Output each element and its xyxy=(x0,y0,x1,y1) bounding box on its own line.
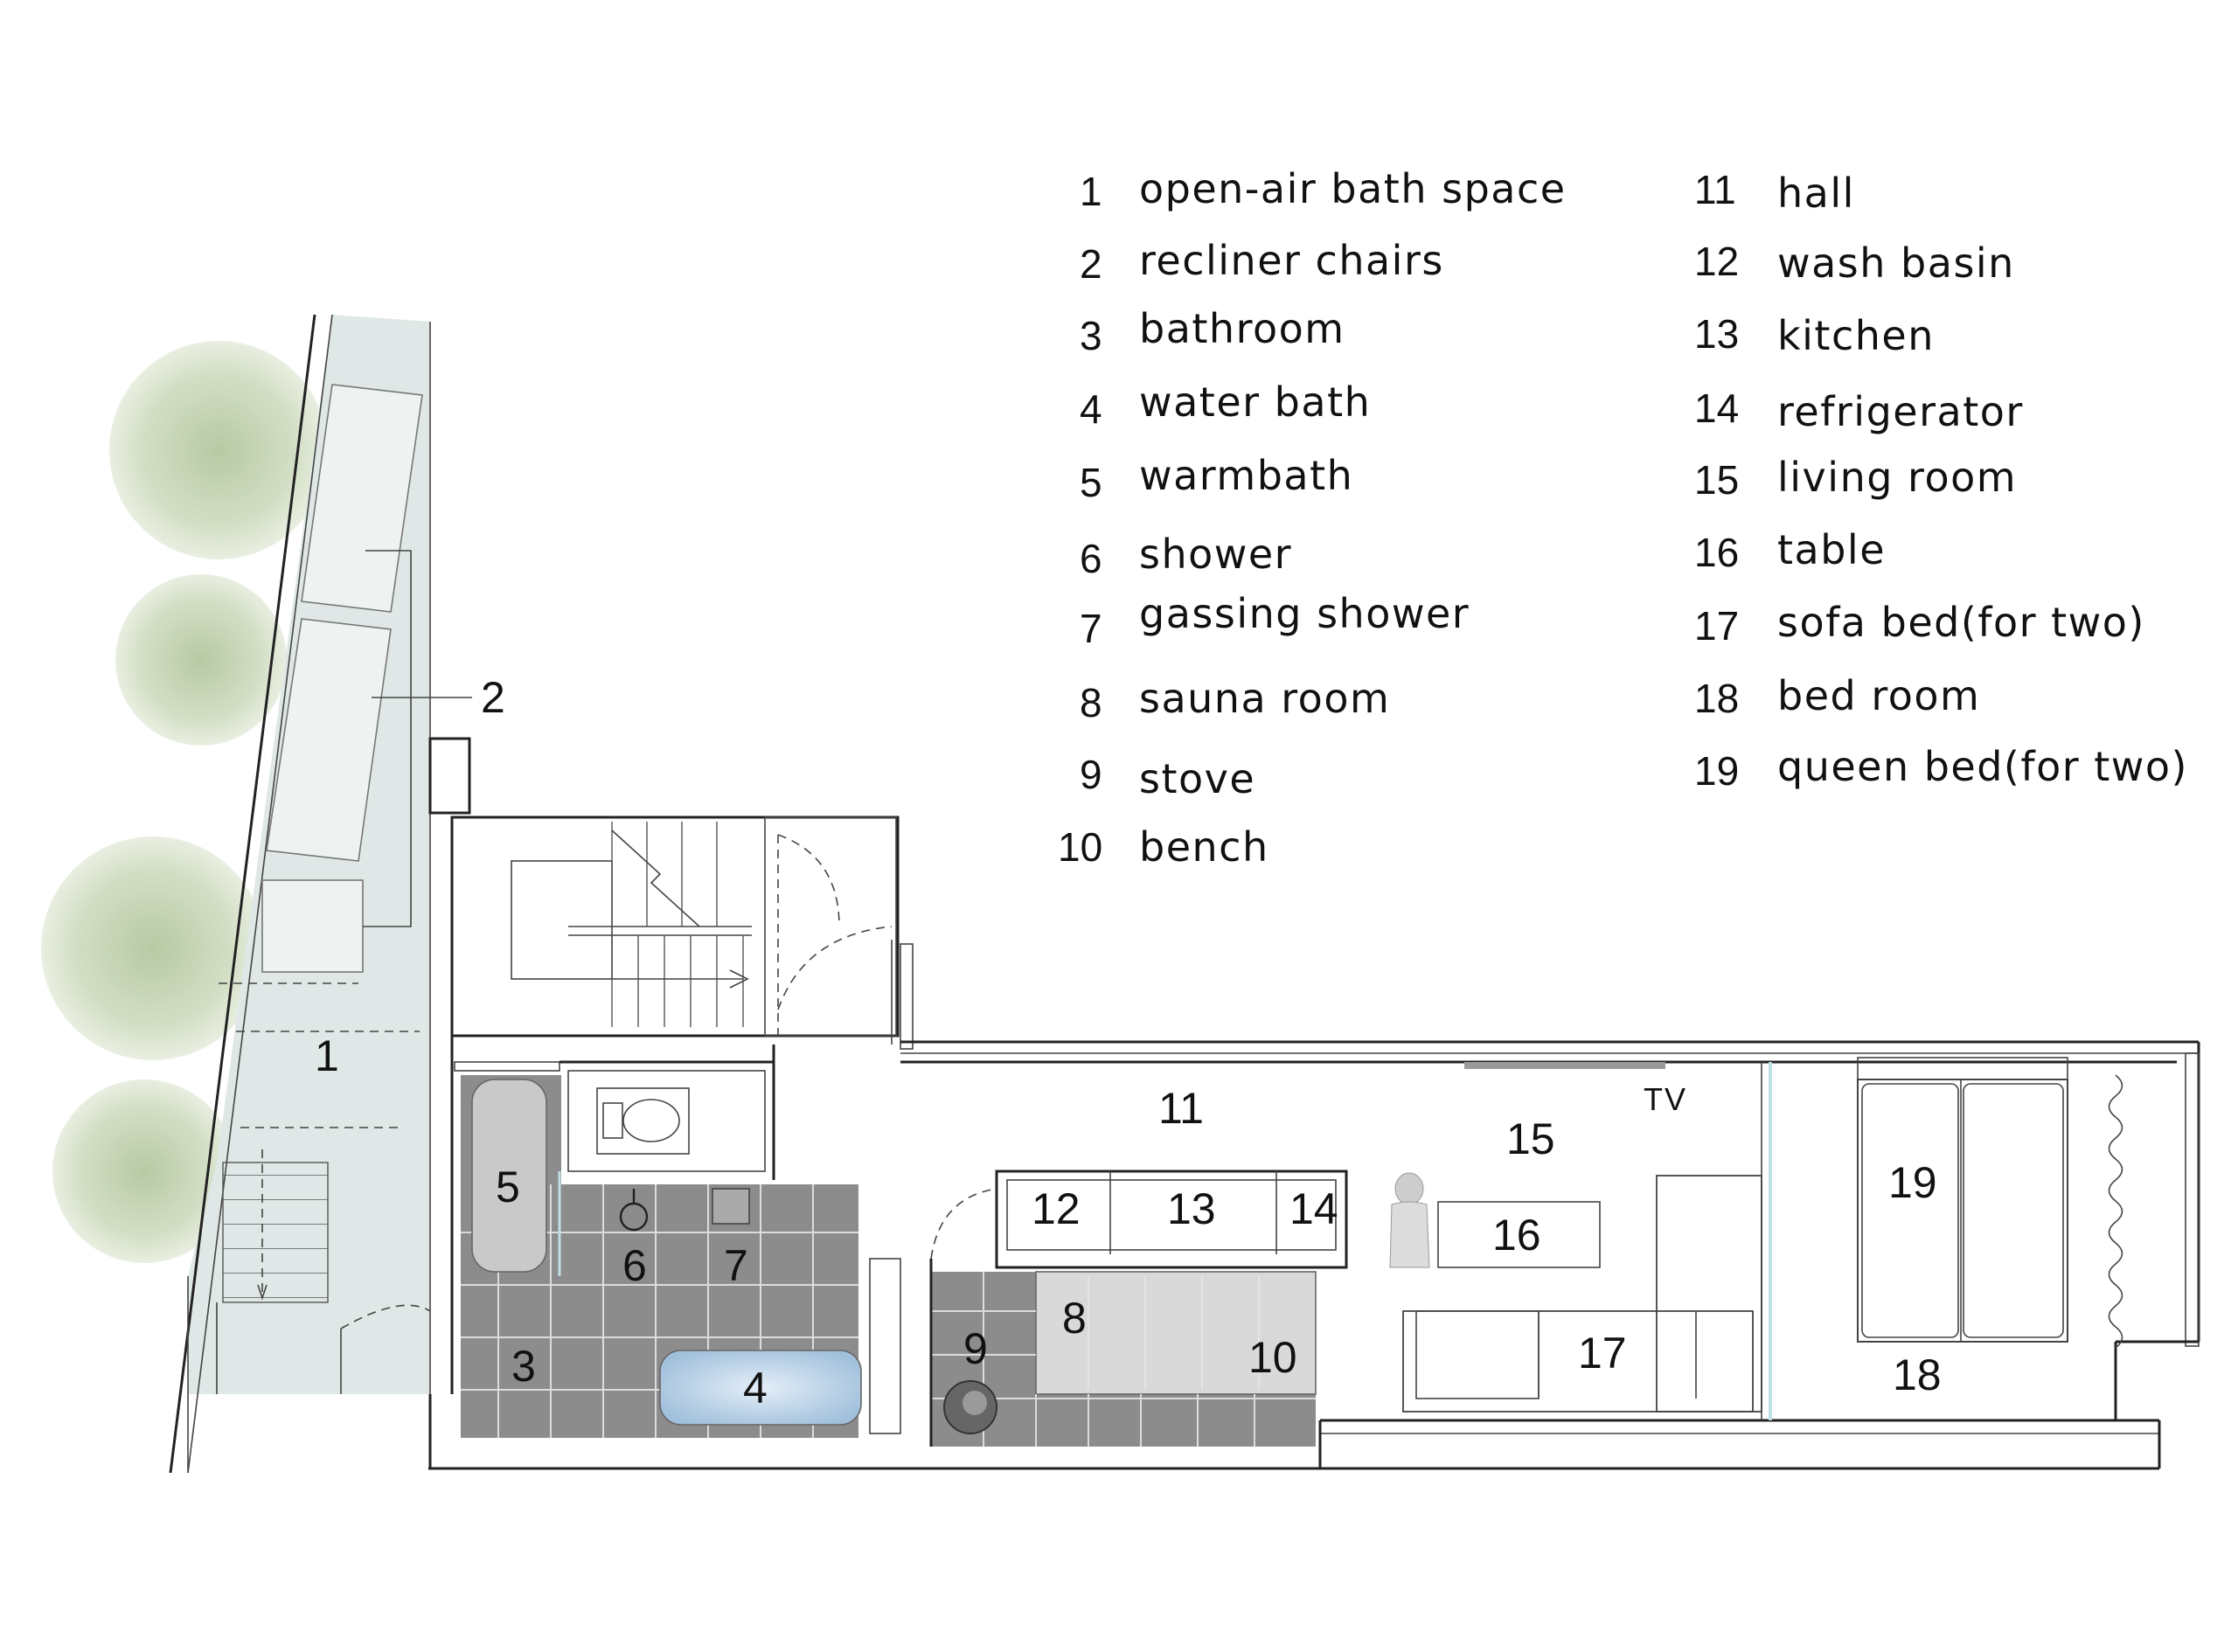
legend-number: 12 xyxy=(1694,239,1739,284)
legend-label: refrigerator xyxy=(1777,388,2024,435)
room-number: 5 xyxy=(496,1163,520,1211)
room-number: 3 xyxy=(511,1342,536,1391)
legend-number: 18 xyxy=(1694,676,1739,721)
legend-label: queen bed(for two) xyxy=(1777,743,2188,790)
legend: 1 open-air bath space 2 recliner chairs … xyxy=(1058,165,2188,871)
legend-label: hall xyxy=(1777,170,1855,217)
legend-number: 8 xyxy=(1080,680,1102,725)
legend-number: 3 xyxy=(1080,313,1102,358)
legend-label: stove xyxy=(1139,755,1255,802)
room-number: 18 xyxy=(1893,1350,1942,1399)
bathroom-floor xyxy=(461,1075,862,1438)
legend-number: 14 xyxy=(1694,385,1739,431)
room-number: 13 xyxy=(1167,1184,1216,1233)
legend-label: living room xyxy=(1777,454,2017,501)
legend-number: 19 xyxy=(1694,748,1739,794)
legend-number: 16 xyxy=(1694,530,1739,575)
legend-label: warmbath xyxy=(1139,452,1353,499)
legend-number: 9 xyxy=(1080,752,1102,797)
legend-number: 7 xyxy=(1080,606,1102,651)
tv-label: TV xyxy=(1644,1081,1687,1117)
legend-number: 13 xyxy=(1694,311,1739,357)
open-air-deck xyxy=(169,314,472,1474)
room-number: 19 xyxy=(1888,1158,1937,1207)
living-room xyxy=(1389,1062,1772,1420)
legend-label: open-air bath space xyxy=(1139,165,1567,212)
room-number: 8 xyxy=(1062,1294,1087,1343)
legend-number: 5 xyxy=(1080,460,1102,505)
room-number: 9 xyxy=(963,1324,988,1373)
room-number: 4 xyxy=(743,1364,768,1413)
legend-label: sofa bed(for two) xyxy=(1777,599,2145,646)
legend-label: sauna room xyxy=(1139,675,1390,722)
room-number: 2 xyxy=(481,673,505,722)
legend-label: shower xyxy=(1139,531,1292,578)
room-numbers: 1 2 3 4 5 6 7 8 9 10 11 12 13 14 15 16 1… xyxy=(315,673,1942,1413)
kitchen-counter xyxy=(995,1170,1348,1269)
legend-label: gassing shower xyxy=(1139,590,1470,637)
legend-label: recliner chairs xyxy=(1139,237,1444,284)
legend-label: wash basin xyxy=(1777,239,2015,287)
legend-label: kitchen xyxy=(1777,312,1935,359)
legend-label: bathroom xyxy=(1139,305,1345,352)
legend-label: bed room xyxy=(1777,672,1980,719)
room-number: 17 xyxy=(1578,1329,1627,1378)
room-number: 12 xyxy=(1032,1184,1081,1233)
tree-icon xyxy=(41,341,328,1263)
legend-number: 1 xyxy=(1080,169,1102,214)
legend-label: bench xyxy=(1139,823,1269,871)
room-number: 16 xyxy=(1492,1211,1541,1260)
legend-number: 17 xyxy=(1694,603,1739,649)
room-number: 14 xyxy=(1289,1184,1338,1233)
legend-number: 11 xyxy=(1694,167,1736,212)
legend-label: water bath xyxy=(1139,378,1371,426)
legend-number: 4 xyxy=(1080,386,1102,432)
legend-label: table xyxy=(1777,526,1886,573)
legend-number: 10 xyxy=(1058,824,1102,870)
legend-number: 6 xyxy=(1080,536,1102,581)
room-number: 11 xyxy=(1158,1084,1204,1133)
legend-number: 15 xyxy=(1694,457,1739,503)
room-number: 1 xyxy=(315,1031,339,1080)
room-number: 6 xyxy=(622,1241,647,1290)
room-number: 7 xyxy=(724,1241,748,1290)
room-number: 15 xyxy=(1506,1114,1555,1163)
room-number: 10 xyxy=(1248,1333,1297,1382)
bed-room xyxy=(1857,1057,2068,1343)
legend-number: 2 xyxy=(1080,241,1102,287)
sauna-room xyxy=(869,1188,1317,1447)
